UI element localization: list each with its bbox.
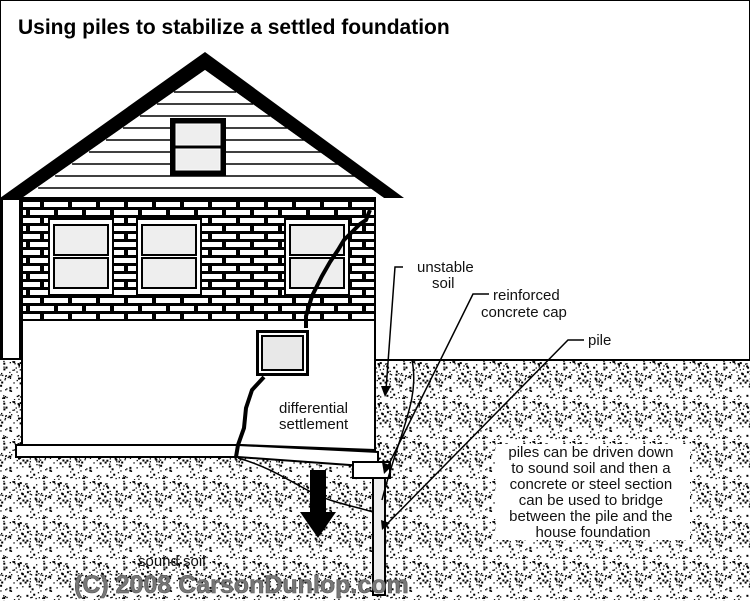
label-unstable-soil-line-2: soil: [432, 275, 455, 292]
explanation-line: can be used to bridge: [519, 492, 663, 509]
explanation-line: to sound soil and then a: [511, 460, 671, 477]
explanation-line: between the pile and the: [509, 508, 672, 525]
label-differential-settlement-line-1: differential: [279, 400, 348, 417]
label-pile: pile: [588, 332, 611, 349]
label-sound-soil: sound soil: [138, 553, 206, 570]
label-unstable-soil-line-1: unstable: [417, 259, 474, 276]
explanation-text: piles can be driven down to sound soil a…: [508, 444, 677, 541]
explanation-line: house foundation: [535, 524, 650, 541]
wall-windows: [48, 218, 350, 296]
explanation-line: piles can be driven down: [508, 444, 673, 461]
explanation-box: [496, 444, 690, 540]
diagram-title: Using piles to stabilize a settled found…: [18, 16, 450, 39]
basement-window: [256, 330, 309, 376]
wall-window: [48, 218, 114, 296]
explanation-line: concrete or steel section: [510, 476, 673, 493]
label-reinforced-concrete-cap: reinforced concrete cap: [481, 287, 567, 321]
label-reinforced-concrete-cap-line-2: concrete cap: [481, 304, 567, 321]
label-differential-settlement: differential settlement: [279, 400, 352, 433]
gable-window: [170, 118, 226, 176]
label-unstable-soil: unstable soil: [417, 259, 478, 292]
label-reinforced-concrete-cap-line-1: reinforced: [493, 287, 560, 304]
crack: [234, 209, 372, 458]
pile: [372, 477, 386, 596]
label-differential-settlement-line-2: settlement: [279, 416, 349, 433]
left-wall-edge-inner: [3, 200, 19, 358]
watermark: (C) 2008 CarsonDunlop.com: [74, 571, 409, 599]
leader-lines: [381, 266, 584, 526]
wall-window: [284, 218, 350, 296]
wall-window: [136, 218, 202, 296]
settlement-arrow-icon: [300, 470, 336, 538]
arrowheads: [381, 386, 392, 530]
